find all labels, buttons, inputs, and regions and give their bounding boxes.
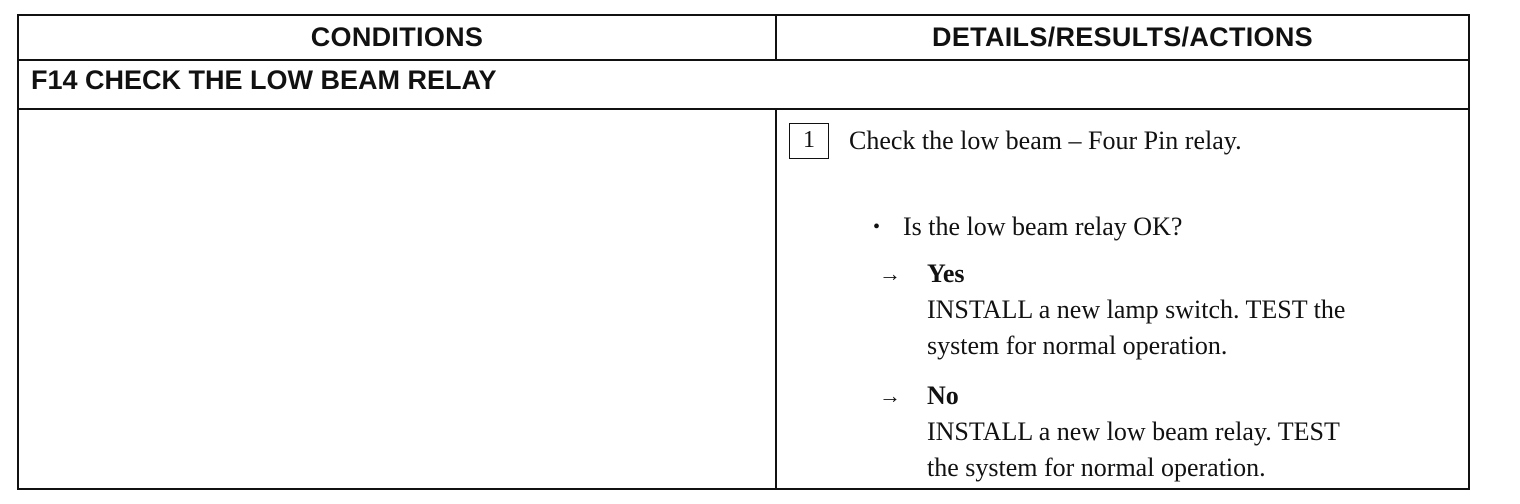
header-conditions: CONDITIONS <box>310 22 484 52</box>
answer-no-action: INSTALL a new low beam relay. TEST the s… <box>927 414 1447 486</box>
answer-yes-action: INSTALL a new lamp switch. TEST the syst… <box>927 292 1447 364</box>
section-row: F14 CHECK THE LOW BEAM RELAY <box>19 61 1468 110</box>
details-cell: 1 Check the low beam – Four Pin relay. •… <box>777 110 1468 490</box>
answer-yes-label: Yes <box>927 259 965 288</box>
answer-yes-line-1: INSTALL a new lamp switch. TEST the <box>927 295 1346 324</box>
column-divider-header <box>775 16 777 61</box>
answer-no-label: No <box>927 381 959 410</box>
question-text: Is the low beam relay OK? <box>903 212 1183 241</box>
answer-no-line-2: the system for normal operation. <box>927 453 1266 482</box>
bullet-icon: • <box>873 216 881 238</box>
diagnostic-table: CONDITIONS DETAILS/RESULTS/ACTIONS F14 C… <box>17 14 1470 490</box>
step-number-box: 1 <box>789 123 829 159</box>
answer-yes-line-2: system for normal operation. <box>927 331 1228 360</box>
header-details-results-actions: DETAILS/RESULTS/ACTIONS <box>932 22 1313 52</box>
question-bullet: • Is the low beam relay OK? <box>873 210 1182 244</box>
answer-yes: → Yes INSTALL a new lamp switch. TEST the… <box>879 256 1447 364</box>
arrow-right-icon: → <box>879 383 901 408</box>
answer-no: → No INSTALL a new low beam relay. TEST t… <box>879 378 1447 486</box>
column-divider-body <box>775 110 777 490</box>
answer-no-line-1: INSTALL a new low beam relay. TEST <box>927 417 1340 446</box>
arrow-right-icon: → <box>879 261 901 286</box>
table-header-row: CONDITIONS DETAILS/RESULTS/ACTIONS <box>19 16 1468 61</box>
section-title: F14 CHECK THE LOW BEAM RELAY <box>31 65 497 95</box>
step-instruction: Check the low beam – Four Pin relay. <box>849 126 1242 155</box>
